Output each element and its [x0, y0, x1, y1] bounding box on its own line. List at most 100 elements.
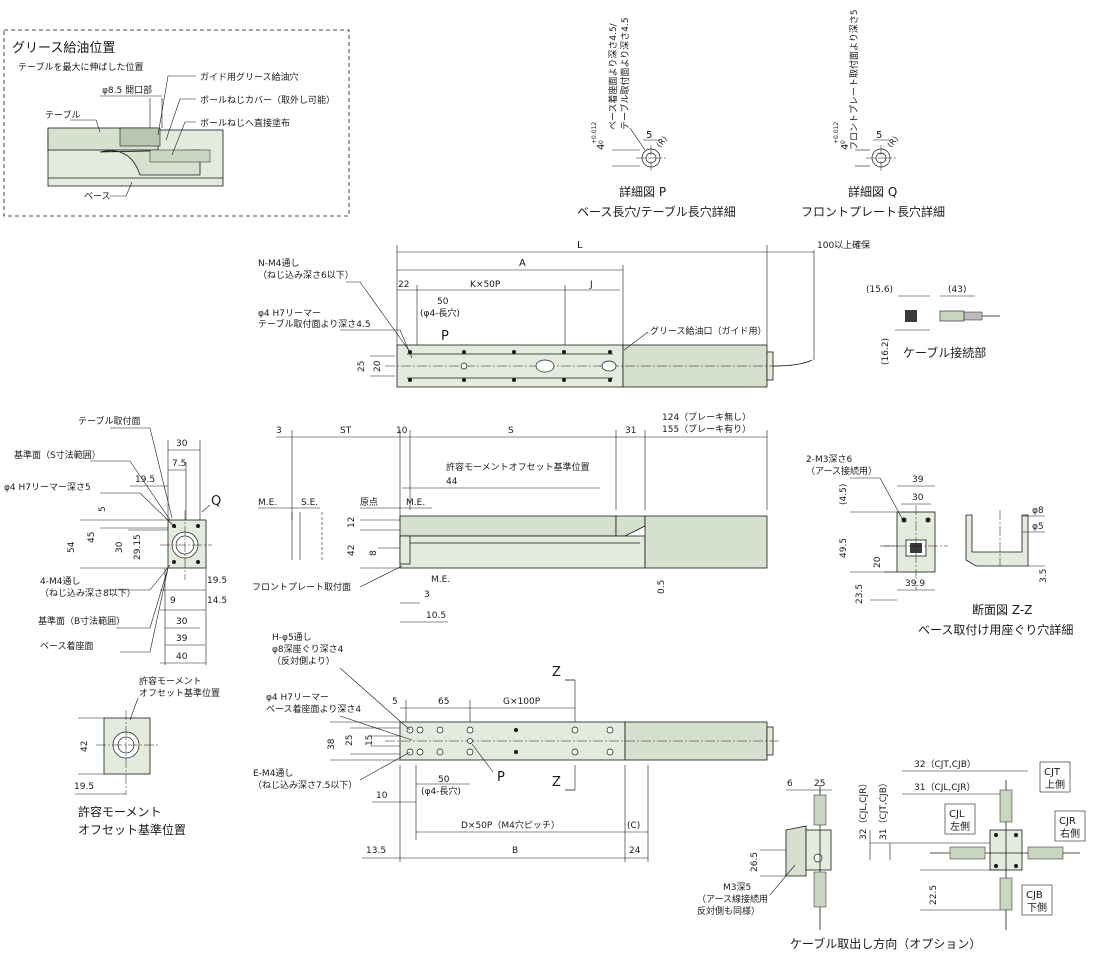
end-d30c: 30: [176, 617, 188, 627]
detail-q-subtitle: フロントプレート長穴詳細: [801, 204, 945, 219]
end-d2915: 29.15: [133, 534, 143, 560]
detail-q-tol: 4: [840, 144, 851, 150]
detail-p-tol-low: 0: [598, 140, 605, 144]
end-d30: 30: [176, 439, 188, 449]
detail-q-five: 5: [876, 130, 882, 141]
side-me2: M.E.: [406, 498, 425, 508]
opt-cjb-2: 下側: [1027, 901, 1047, 914]
top-phi4-long: (φ4-長穴): [420, 307, 460, 319]
detail-q-tol-low: 0: [840, 140, 847, 144]
zz-d39: 39: [912, 475, 924, 485]
side-d42: 42: [347, 545, 357, 556]
end-ref-b: 基準面（B寸法範囲）: [38, 615, 125, 627]
bottom-p: P: [497, 770, 505, 785]
cable-d43: (43): [948, 285, 966, 295]
section-zz: 2-M3深さ6 （アース接続用） (4.5) 39 30 49.5 20 23.…: [806, 454, 1073, 637]
end-d40: 40: [176, 652, 188, 662]
side-view: 3 ST 10 S 31 124（ブレーキ無し） 155（ブレーキ有り） 許容モ…: [252, 411, 768, 623]
bottom-h1: H-φ5通し: [272, 632, 312, 643]
top-d20: 20: [373, 360, 383, 372]
opt-m3-1: M3深5: [723, 882, 751, 893]
bottom-z: Z: [552, 665, 561, 680]
opt-cjt-2: 上側: [1045, 778, 1065, 791]
top-grease-port: グリース給油口（ガイド用）: [650, 325, 767, 337]
side-me1: M.E.: [258, 498, 277, 508]
end-q: Q: [211, 494, 221, 509]
top-reamer-2: テーブル取付面より深さ4.5: [258, 318, 371, 330]
offset-ref-view: 許容モーメント オフセット基準位置 42 19.5 許容モーメント オフセット基…: [74, 675, 220, 837]
bottom-d25: 25: [345, 735, 355, 746]
opt-m3-2: （アース線接続用: [697, 893, 768, 905]
side-table: [399, 515, 617, 537]
end-d45: 45: [87, 532, 97, 543]
end-base-face: ベース着座面: [40, 640, 94, 652]
side-d12: 12: [347, 517, 357, 528]
side-st: ST: [340, 426, 352, 436]
offset-d42: 42: [80, 741, 90, 752]
side-se: S.E.: [301, 498, 318, 508]
offset-label-2: オフセット基準位置: [139, 687, 220, 699]
side-d3: 3: [276, 426, 282, 436]
side-offset-ref: 許容モーメントオフセット基準位置: [446, 461, 590, 473]
side-s: S: [508, 426, 514, 436]
opt-cjr-2: 右側: [1060, 827, 1080, 840]
opt-d31: 31（CJL,CJR）: [914, 782, 975, 793]
side-d10: 10: [396, 426, 408, 436]
detail-q-title: 詳細図 Q: [848, 184, 897, 199]
end-ref-s: 基準面（S寸法範囲）: [14, 449, 101, 461]
end-d9: 9: [170, 596, 176, 606]
bottom-d15: 15: [365, 735, 375, 746]
detail-q: フロントプレート取付面より深さ5 4 +0.012 0 5 (R) 詳細図 Q …: [801, 9, 945, 219]
opt-d6: 6: [787, 779, 793, 789]
detail-p-v1: ベース着座面より深さ4.5/: [607, 22, 619, 130]
offset-title-2: オフセット基準位置: [78, 822, 186, 837]
opt-cjb-1: CJB: [1026, 890, 1043, 901]
grease-base-label: ベース: [84, 192, 111, 202]
zz-title-2: ベース取付け用座ぐり穴詳細: [918, 622, 1073, 637]
bottom-d10: 10: [376, 791, 388, 801]
opt-title: ケーブル取出し方向（オプション）: [790, 936, 981, 951]
bottom-d135: 13.5: [366, 846, 386, 856]
end-d30b: 30: [115, 541, 125, 553]
detail-q-r: (R): [886, 134, 900, 149]
bottom-c: (C): [627, 821, 640, 831]
grease-direct: ボールねじへ直接塗布: [200, 117, 290, 129]
bottom-gx100p: G×100P: [503, 697, 541, 707]
detail-p-tol-up: +0.012: [591, 122, 598, 144]
side-motor: [644, 515, 768, 569]
side-base: [399, 535, 646, 569]
bottom-h3: （反対側より）: [272, 655, 335, 667]
end-d54: 54: [67, 541, 77, 553]
grease-cover: ボールねじカバー（取外し可能）: [200, 94, 335, 106]
top-nm4-1: N-M4通し: [258, 258, 299, 269]
grease-title: グリース給油位置: [12, 41, 115, 56]
bottom-e2: （ねじ込み深さ7.5以下）: [253, 780, 357, 791]
end-d145: 14.5: [207, 596, 227, 606]
grease-subtitle: テーブルを最大に伸ばした位置: [18, 61, 143, 73]
side-me3: M.E.: [431, 575, 450, 585]
cable-conn-label: ケーブル接続部: [903, 345, 986, 360]
opt-m3-3: 反対側も同様）: [697, 905, 760, 917]
zz-title-1: 断面図 Z-Z: [972, 602, 1032, 617]
offset-title-1: 許容モーメント: [78, 804, 162, 819]
cable-connector: [939, 310, 965, 322]
offset-d195: 19.5: [74, 782, 94, 792]
bottom-b: B: [512, 846, 518, 856]
side-origin: 原点: [360, 497, 378, 508]
bottom-d5: 5: [392, 697, 398, 707]
zz-m3-1: 2-M3深さ6: [806, 454, 852, 465]
opt-cjl-2: 左側: [950, 820, 970, 833]
bottom-z2: Z: [552, 775, 561, 790]
detail-p-five: 5: [646, 130, 652, 141]
detail-p: ベース着座面より深さ4.5/ テーブル取付面より深さ4.5 4 +0.012 0…: [577, 17, 736, 219]
detail-p-title: 詳細図 P: [619, 184, 666, 199]
bottom-reamer-2: ベース着座面より深さ4: [266, 703, 361, 715]
side-brake2: 155（ブレーキ有り）: [662, 423, 751, 435]
end-table-face: テーブル取付面: [78, 415, 140, 427]
end-d5: 5: [98, 506, 108, 512]
opt-v31: 31（CJT,CJB）: [878, 778, 889, 840]
grease-table-label: テーブル: [45, 109, 80, 121]
detail-p-subtitle: ベース長穴/テーブル長穴詳細: [577, 204, 736, 219]
top-reamer-1: φ4 H7リーマー: [258, 309, 321, 319]
